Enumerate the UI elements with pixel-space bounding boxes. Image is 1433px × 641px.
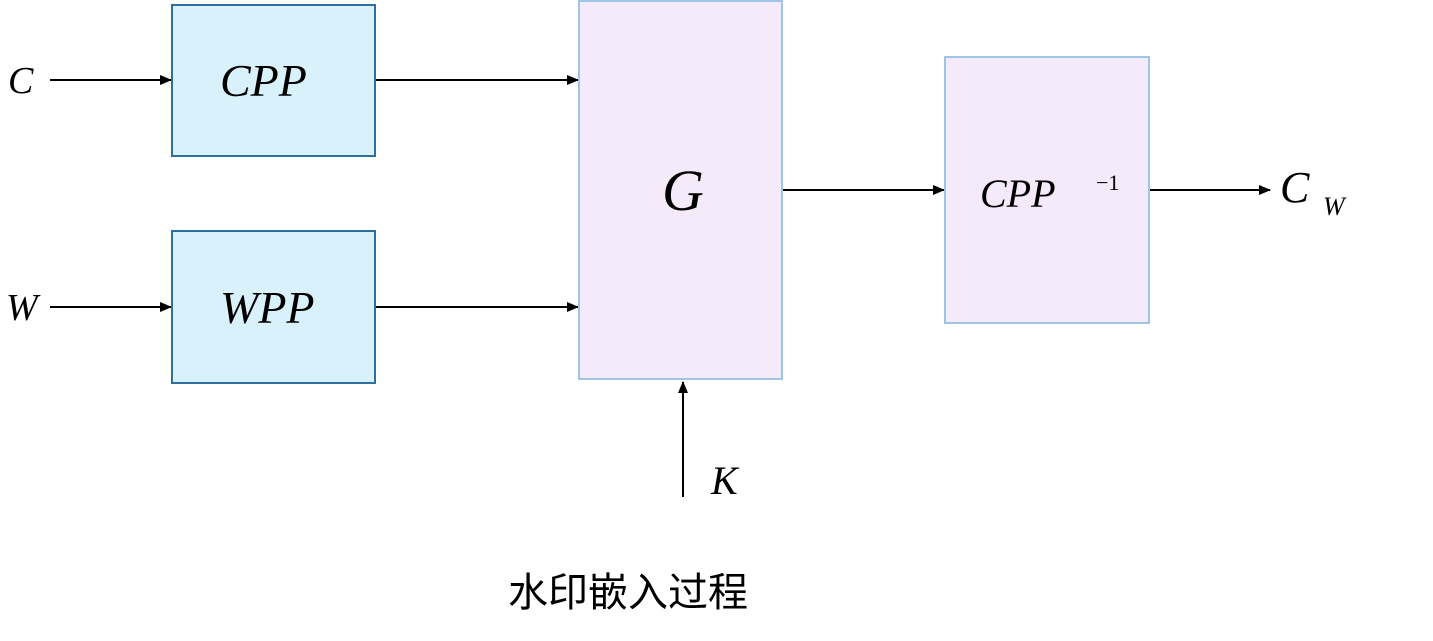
g-block-label: G — [662, 158, 704, 223]
input-w-label: W — [6, 287, 38, 329]
g-block — [578, 0, 783, 380]
cpp-inverse-superscript: −1 — [1096, 170, 1120, 195]
cpp-block-label: CPP — [220, 55, 307, 106]
cpp-inverse-block-label: CPP — [980, 171, 1056, 216]
cpp-inverse-block — [944, 56, 1150, 324]
wpp-block-label: WPP — [220, 282, 315, 333]
output-cw-subscript: W — [1323, 192, 1345, 221]
diagram-caption: 水印嵌入过程 — [508, 570, 748, 616]
wpp-block — [171, 230, 376, 384]
cpp-block — [171, 4, 376, 157]
output-cw-label: C — [1280, 163, 1310, 212]
input-c-label: C — [8, 60, 34, 102]
key-k-label: K — [711, 458, 738, 503]
